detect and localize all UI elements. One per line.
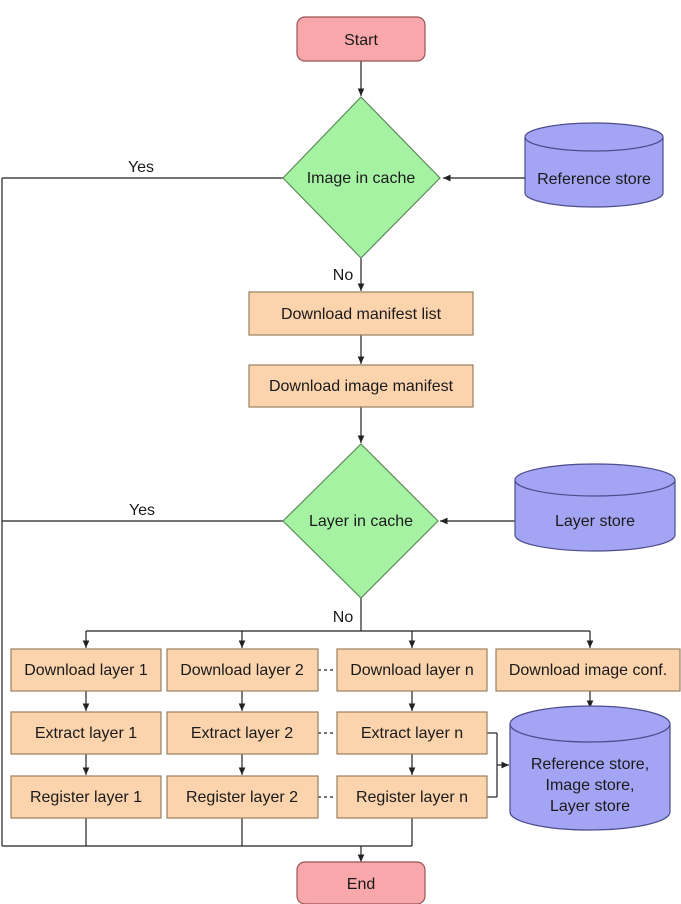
connectors — [1, 61, 594, 862]
label-image-no: No — [333, 267, 354, 284]
download-layer-2-label: Download layer 2 — [180, 662, 304, 679]
combined-store-label-line3: Layer store — [550, 798, 630, 815]
combined-store-label-line2: Image store, — [546, 777, 635, 794]
layer-store-cylinder: Layer store — [514, 463, 676, 552]
register-layer-n-label: Register layer n — [356, 789, 468, 806]
layer-in-cache-label: Layer in cache — [309, 513, 413, 530]
layer-in-cache-decision: Layer in cache — [282, 443, 439, 599]
download-layer-1-box: Download layer 1 — [10, 648, 162, 692]
start-node: Start — [296, 16, 426, 62]
reference-store-label: Reference store — [537, 171, 651, 188]
label-image-yes: Yes — [128, 159, 154, 176]
register-layer-2-box: Register layer 2 — [166, 775, 319, 819]
download-layer-1-label: Download layer 1 — [24, 662, 148, 679]
download-image-manifest-label: Download image manifest — [269, 378, 454, 395]
extract-layer-2-box: Extract layer 2 — [166, 711, 319, 755]
extract-layer-1-box: Extract layer 1 — [10, 711, 162, 755]
register-layer-1-box: Register layer 1 — [10, 775, 162, 819]
label-layer-no: No — [333, 609, 354, 626]
download-image-conf-label: Download image conf. — [509, 662, 667, 679]
extract-layer-n-box: Extract layer n — [336, 711, 488, 755]
extract-layer-2-label: Extract layer 2 — [191, 725, 293, 742]
end-node: End — [296, 861, 426, 904]
combined-store-cylinder: Reference store, Image store, Layer stor… — [509, 705, 671, 831]
download-manifest-list-label: Download manifest list — [281, 306, 442, 323]
reference-store-cylinder: Reference store — [524, 122, 664, 208]
download-layer-2-box: Download layer 2 — [166, 648, 319, 692]
register-layer-1-label: Register layer 1 — [30, 789, 142, 806]
download-layer-n-label: Download layer n — [350, 662, 474, 679]
download-image-manifest-box: Download image manifest — [248, 364, 474, 408]
download-image-conf-box: Download image conf. — [495, 648, 681, 692]
register-layer-n-box: Register layer n — [336, 775, 488, 819]
end-label: End — [347, 876, 375, 893]
download-manifest-list-box: Download manifest list — [248, 291, 474, 336]
image-in-cache-label: Image in cache — [307, 170, 416, 187]
extract-layer-n-label: Extract layer n — [361, 725, 463, 742]
combined-store-label-line1: Reference store, — [531, 756, 649, 773]
layer-store-label: Layer store — [555, 513, 635, 530]
register-layer-2-label: Register layer 2 — [186, 789, 298, 806]
extract-layer-1-label: Extract layer 1 — [35, 725, 137, 742]
image-in-cache-decision: Image in cache — [282, 96, 441, 259]
start-label: Start — [344, 32, 378, 49]
label-layer-yes: Yes — [129, 502, 155, 519]
download-layer-n-box: Download layer n — [336, 648, 488, 692]
